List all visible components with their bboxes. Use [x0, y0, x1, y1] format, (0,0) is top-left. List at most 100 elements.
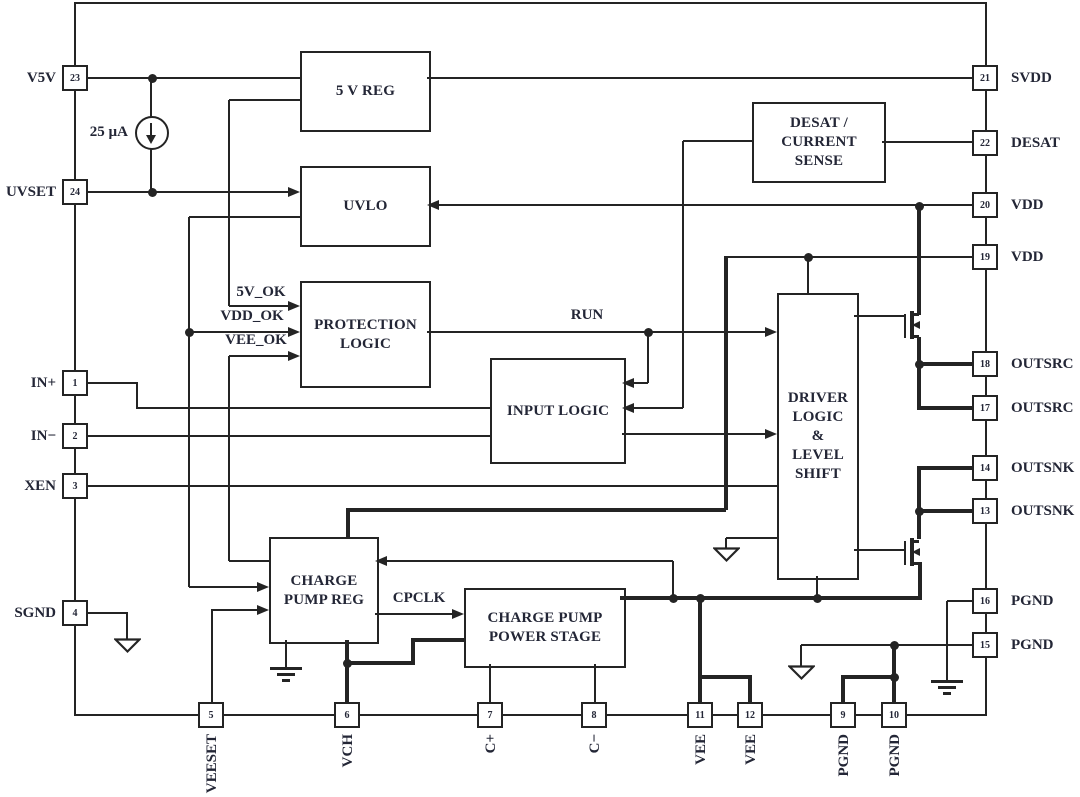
pin-in-2: 2 — [62, 423, 88, 449]
block-desat-current-sense: DESAT / CURRENT SENSE — [752, 102, 886, 183]
wire-segment — [189, 331, 293, 333]
wire-segment — [411, 638, 464, 642]
pin-label-10: PGND — [887, 734, 903, 777]
pin-label-16: PGND — [1011, 593, 1054, 609]
pgnd-ground-icon — [788, 665, 815, 681]
arrowhead-icon — [288, 351, 300, 361]
wire-segment — [229, 560, 269, 562]
junction-dot — [914, 506, 924, 516]
wire-segment — [489, 664, 491, 702]
wire-segment — [189, 216, 300, 218]
wire-segment — [724, 256, 728, 510]
junction-dot — [184, 327, 194, 337]
vee-ok-label: VEE_OK — [225, 332, 287, 348]
wire-segment — [698, 675, 752, 679]
wire-segment — [816, 576, 818, 598]
wire-segment — [346, 508, 726, 512]
arrowhead-icon — [375, 556, 387, 566]
pin-c-8: 8 — [581, 702, 607, 728]
wire-segment — [620, 596, 922, 600]
wire-segment — [150, 149, 152, 193]
wire-segment — [126, 613, 128, 639]
wire-segment — [748, 675, 752, 704]
pin-pgnd-9: 9 — [830, 702, 856, 728]
wire-segment — [229, 355, 293, 357]
wire-segment — [439, 204, 972, 206]
pin-label-1: IN+ — [30, 375, 56, 391]
block-5v-reg-label: 5 V REG — [335, 83, 396, 99]
wire-segment — [800, 645, 802, 666]
wire-segment — [346, 508, 350, 539]
wire-segment — [211, 609, 213, 702]
pin-label-4: SGND — [14, 605, 56, 621]
pin-vee-11: 11 — [687, 702, 713, 728]
pin-label-6: VCH — [340, 734, 356, 768]
block-driver-logic-level-shift: DRIVER LOGIC & LEVEL SHIFT — [777, 293, 859, 580]
wire-segment — [726, 537, 777, 539]
wire-segment — [634, 382, 648, 384]
junction-dot — [812, 593, 822, 603]
vdd-ok-label: VDD_OK — [220, 308, 284, 324]
sgnd-ground-icon — [114, 638, 141, 654]
wire-segment — [87, 612, 128, 614]
current-source-arrow-head — [146, 135, 156, 144]
pin-label-11: VEE — [693, 734, 709, 765]
pin-outsnk-13: 13 — [972, 498, 998, 524]
bias-current-label: 25 µA — [89, 124, 128, 140]
junction-dot — [889, 640, 899, 650]
block-charge-pump-reg: CHARGE PUMP REG — [269, 537, 379, 644]
wire-segment — [698, 598, 702, 704]
pin-outsrc-17: 17 — [972, 395, 998, 421]
wire-segment — [882, 141, 972, 143]
arrowhead-icon — [288, 301, 300, 311]
chip-outline-left — [74, 2, 76, 716]
cpclk-label: CPCLK — [392, 590, 446, 606]
wire-segment — [622, 433, 765, 435]
wire-segment — [917, 337, 921, 410]
arrowhead-icon — [257, 582, 269, 592]
pin-pgnd-10: 10 — [881, 702, 907, 728]
pin-label-15: PGND — [1011, 637, 1054, 653]
wire-segment — [136, 383, 138, 409]
pin-c+-7: 7 — [477, 702, 503, 728]
pin-label-21: SVDD — [1011, 70, 1052, 86]
pin-v5v-23: 23 — [62, 65, 88, 91]
pin-label-18: OUTSRC — [1011, 356, 1074, 372]
run-label: RUN — [570, 307, 604, 323]
junction-dot — [147, 73, 157, 83]
pin-label-2: IN− — [30, 428, 56, 444]
junction-dot — [695, 593, 705, 603]
wire-segment — [917, 466, 921, 539]
pin-outsrc-18: 18 — [972, 351, 998, 377]
wire-segment — [725, 538, 727, 548]
wire-segment — [726, 256, 972, 258]
block-charge-pump-power-stage-label: CHARGE PUMP POWER STAGE — [487, 610, 603, 645]
current-source-icon — [135, 116, 169, 150]
pin-label-22: DESAT — [1011, 135, 1060, 151]
block-charge-pump-reg-label: CHARGE PUMP REG — [283, 572, 365, 608]
junction-dot — [914, 359, 924, 369]
junction-dot — [643, 327, 653, 337]
junction-dot — [914, 201, 924, 211]
pin-label-9: PGND — [836, 734, 852, 777]
block-input-logic-label: INPUT LOGIC — [506, 402, 610, 419]
wire-segment — [427, 331, 765, 333]
wire-segment — [345, 640, 349, 704]
arrowhead-icon — [257, 605, 269, 615]
pin-in+-1: 1 — [62, 370, 88, 396]
arrowhead-icon — [765, 429, 777, 439]
pin-pgnd-15: 15 — [972, 632, 998, 658]
wire-segment — [917, 509, 972, 513]
wire-segment — [672, 561, 674, 598]
wire-segment — [682, 141, 684, 408]
junction-dot — [803, 252, 813, 262]
junction-dot — [889, 672, 899, 682]
wire-segment — [917, 406, 972, 410]
wire-segment — [634, 407, 683, 409]
pin-outsnk-14: 14 — [972, 455, 998, 481]
wire-segment — [918, 562, 922, 598]
wire-segment — [387, 560, 673, 562]
pin-label-13: OUTSNK — [1011, 503, 1075, 519]
pin-sgnd-4: 4 — [62, 600, 88, 626]
